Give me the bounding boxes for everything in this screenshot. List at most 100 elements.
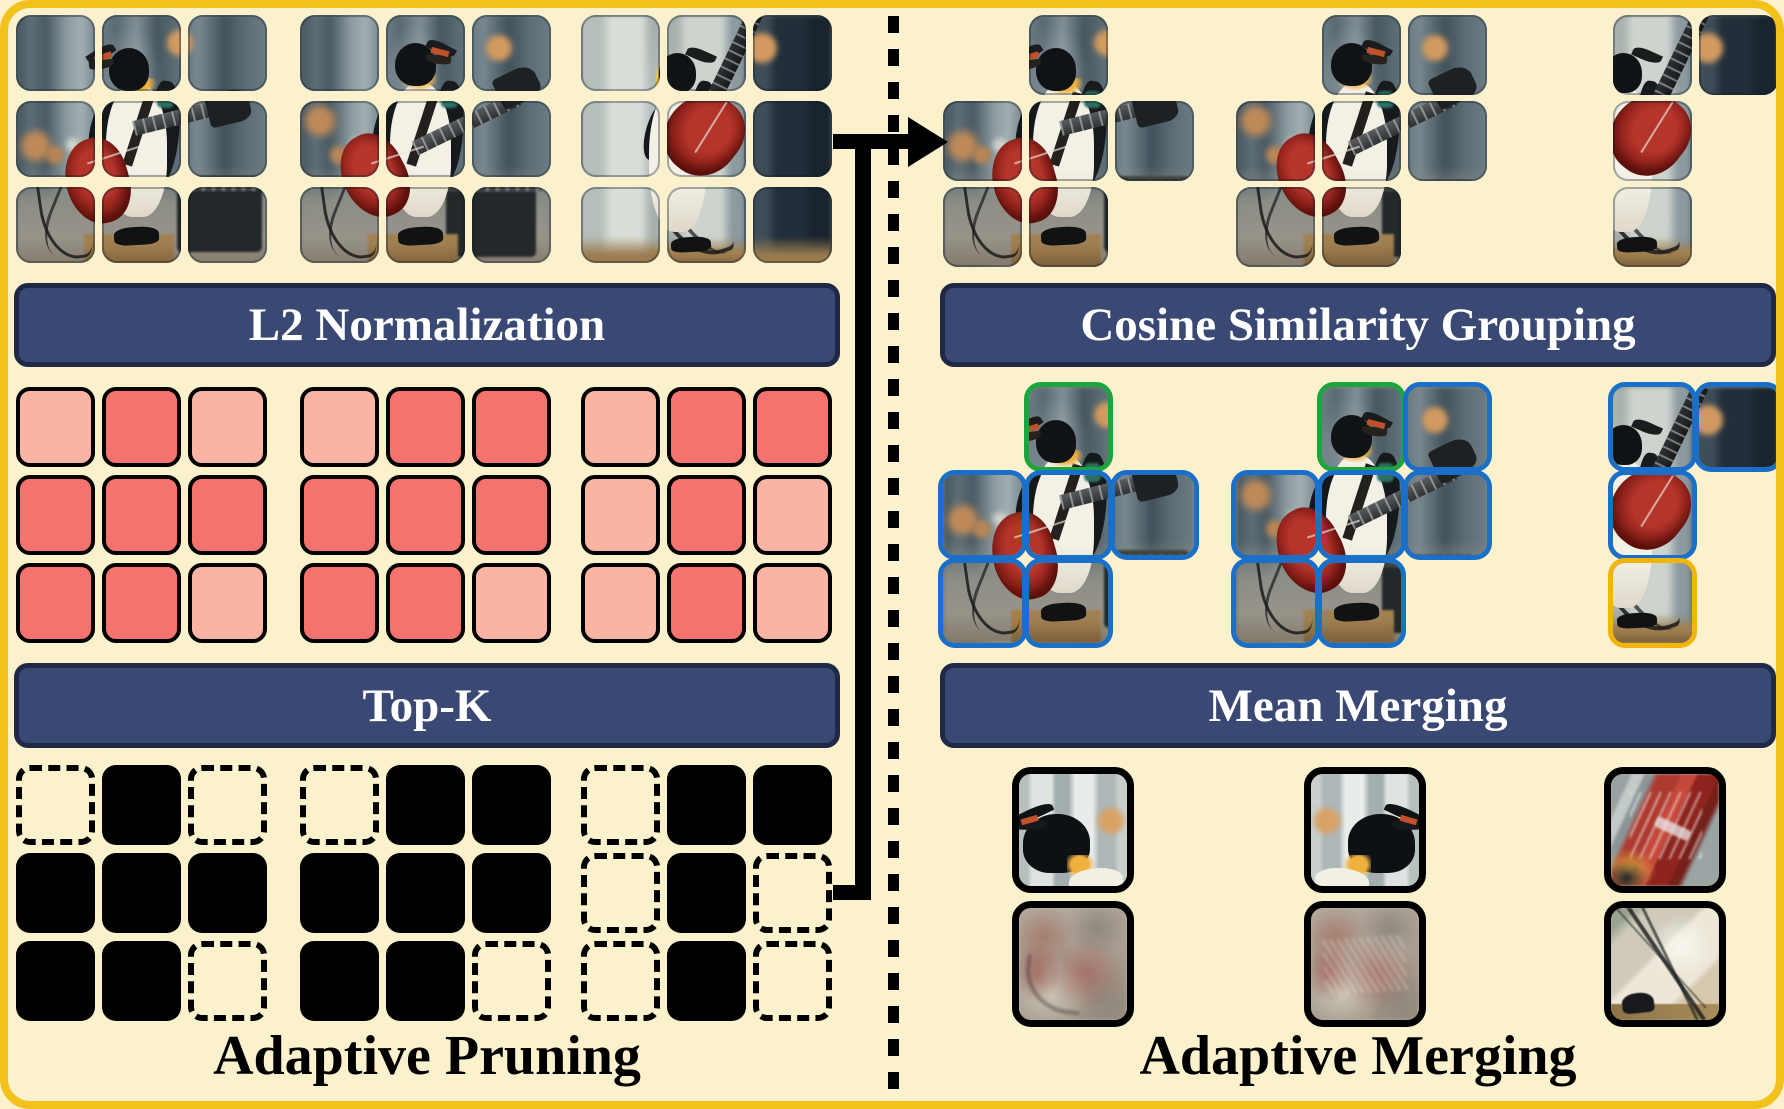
bokeh-light xyxy=(1699,32,1723,63)
city-background xyxy=(1613,187,1692,267)
penguin-back xyxy=(1362,101,1401,181)
street-ground xyxy=(1613,236,1692,267)
image-patch-tile xyxy=(667,101,746,177)
street-ground xyxy=(1236,166,1315,181)
penguin-feet xyxy=(1333,601,1380,622)
city-background xyxy=(188,15,267,91)
guitar-strings xyxy=(102,145,141,165)
guitar-neck xyxy=(472,101,523,156)
street-detail xyxy=(1083,101,1102,109)
token-kept-cell xyxy=(188,853,267,933)
importance-score-cell-high xyxy=(753,387,832,467)
background-highlight xyxy=(1029,101,1107,181)
wooden-crate xyxy=(1010,610,1022,643)
guitar-body xyxy=(326,123,379,177)
penguin-guitarist-photo xyxy=(16,15,95,91)
token-pruned-cell xyxy=(753,941,832,1021)
grouped-patch-tile-blue xyxy=(1024,558,1113,648)
penguin-belly xyxy=(1326,187,1387,217)
image-patch-tile xyxy=(16,15,95,91)
background-highlight xyxy=(102,187,180,192)
penguin-back xyxy=(426,101,465,177)
street-ground xyxy=(1029,166,1108,181)
importance-score-cell-low xyxy=(300,387,379,467)
importance-score-cell-low xyxy=(16,387,95,467)
amp-cable xyxy=(1255,187,1315,262)
blended-strings-merged-image xyxy=(1311,908,1419,1020)
city-background xyxy=(188,101,267,177)
penguin-guitarist-photo xyxy=(581,15,660,91)
guitar-amp xyxy=(176,187,181,252)
penguin-beak xyxy=(424,36,457,61)
guitar-headstock xyxy=(1130,101,1180,129)
flow-arrow-head-icon xyxy=(908,117,948,167)
penguin-guitarist-photo xyxy=(943,475,1022,555)
merged-token-tile-blue xyxy=(1012,901,1134,1027)
background-highlight xyxy=(1005,101,1022,181)
guitar-body xyxy=(1613,187,1692,191)
token-kept-cell xyxy=(102,853,181,933)
penguin-foot xyxy=(1620,991,1656,1015)
street-ground xyxy=(943,166,1022,181)
image-patch-tile xyxy=(1029,101,1108,181)
guitar-body xyxy=(386,187,422,229)
guitar-neck xyxy=(132,101,181,136)
city-background xyxy=(753,15,832,91)
penguin-guitarist-photo xyxy=(472,187,551,263)
amp-cable xyxy=(319,187,379,262)
background-highlight xyxy=(667,15,715,91)
city-background xyxy=(1699,15,1778,95)
background-highlight xyxy=(1029,187,1107,192)
penguin-feet xyxy=(397,225,444,246)
bokeh-light xyxy=(1699,404,1723,435)
penguin-back xyxy=(1403,451,1405,472)
penguin-belly xyxy=(1326,83,1387,95)
guitar-neck xyxy=(1115,101,1175,136)
penguin-belly xyxy=(1326,101,1387,181)
background-highlight xyxy=(386,187,464,192)
wooden-crate xyxy=(651,249,660,263)
guitar-body xyxy=(326,187,379,229)
image-patch-tile xyxy=(102,187,181,263)
image-patch-tile xyxy=(386,187,465,263)
bokeh-light xyxy=(948,130,979,161)
penguin-guitarist-photo xyxy=(300,187,379,263)
image-patch-tile xyxy=(1613,187,1692,267)
penguin-guitarist-photo xyxy=(1236,475,1315,555)
guitar-amp xyxy=(1103,187,1108,252)
guitar-body xyxy=(667,78,746,91)
guitar-strap xyxy=(1049,90,1083,95)
image-patch-tile xyxy=(472,101,551,177)
penguin-guitarist-photo xyxy=(188,101,267,177)
penguin-head xyxy=(1331,414,1372,458)
penguin-beak xyxy=(102,59,115,71)
grouped-patch-tile-blue xyxy=(938,470,1027,560)
amp-cable xyxy=(35,187,95,262)
token-kept-cell xyxy=(300,853,379,933)
penguin-guitarist-photo xyxy=(1408,475,1487,555)
penguin-feet xyxy=(113,225,160,246)
amp-cable xyxy=(667,168,736,177)
importance-score-cell-high xyxy=(102,387,181,467)
wooden-crate xyxy=(83,234,95,263)
penguin-guitarist-photo xyxy=(581,187,660,263)
city-background xyxy=(102,187,181,263)
image-patch-tile xyxy=(581,15,660,91)
token-kept-cell xyxy=(753,765,832,845)
penguin-beak xyxy=(1361,54,1387,65)
background-highlight xyxy=(1613,101,1661,181)
background-highlight xyxy=(102,101,180,177)
amp-control-panel xyxy=(1109,555,1113,560)
penguin-guitarist-photo xyxy=(386,187,465,263)
amp-cable xyxy=(1255,187,1315,263)
penguin-mouth xyxy=(1029,51,1039,63)
penguin-guitarist-photo xyxy=(1322,101,1401,181)
city-background xyxy=(1408,15,1487,95)
city-background xyxy=(16,187,95,263)
image-patch-tile xyxy=(753,15,832,91)
city-background xyxy=(1322,187,1401,267)
street-detail xyxy=(1083,90,1102,95)
importance-score-cell-low xyxy=(753,475,832,555)
city-background xyxy=(300,187,379,263)
